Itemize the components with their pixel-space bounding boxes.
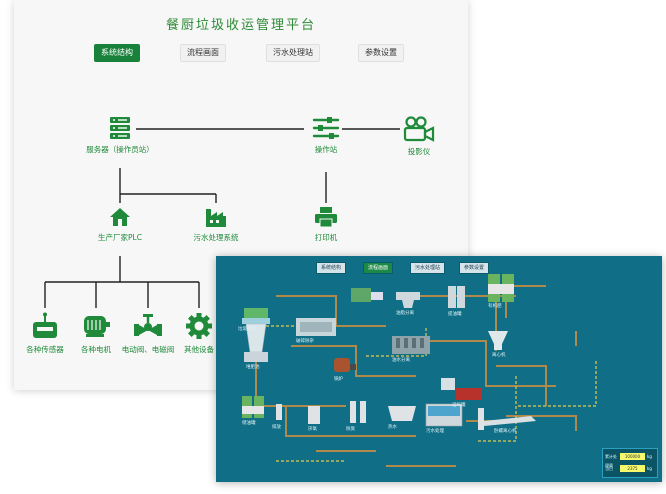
summary-panel: 累计处理量 100000 kg 当日 2375 kg	[602, 448, 658, 478]
wastewater-system-label: 污水处理系统	[193, 233, 239, 242]
process-label-4: 提油罐	[448, 312, 462, 317]
server-node[interactable]: 服务器（操作员站）	[80, 116, 160, 155]
process-label-16: 热水	[388, 425, 397, 430]
tab2-wastewater-station[interactable]: 污水处理站	[410, 262, 446, 274]
summary-key: 当日	[605, 466, 613, 471]
projector-label: 投影仪	[407, 147, 431, 156]
sensors-node[interactable]: 各种传感器	[5, 312, 85, 355]
sensors-label: 各种传感器	[26, 345, 64, 354]
operator-station-node[interactable]: 操作站	[286, 116, 366, 155]
house-icon	[110, 208, 130, 226]
sensor-icon	[33, 312, 57, 338]
tab2-system-structure[interactable]: 系统结构	[316, 262, 347, 274]
printer-node[interactable]: 打印机	[286, 206, 366, 243]
process-flow-window: 系统结构 流程画面 污水处理站 参数设置	[216, 256, 662, 482]
process-label-1: 垃圾接料	[238, 327, 256, 332]
connection-lines	[44, 128, 400, 308]
process-label-5: 堆肥池	[246, 365, 260, 370]
tab-process[interactable]: 流程画面	[180, 44, 226, 62]
tab-parameters[interactable]: 参数设置	[358, 44, 404, 62]
tab-bar: 系统结构 流程画面 污水处理站 参数设置	[14, 38, 468, 68]
sliders-icon	[312, 117, 340, 139]
gear-icon	[186, 313, 212, 339]
valves-node[interactable]: 电动阀、电磁阀	[108, 312, 188, 355]
process-label-12: 厌氧	[308, 427, 317, 432]
process-label-9: 有机肥	[488, 304, 502, 309]
process-label-14: 除臭	[346, 427, 355, 432]
motors-label: 各种电机	[81, 345, 111, 354]
process-diagram	[242, 274, 597, 467]
plc-label: 生产厂家PLC	[98, 233, 142, 242]
process-label-17: 排放	[272, 425, 281, 430]
printer-icon	[315, 207, 337, 228]
projector-node[interactable]: 投影仪	[379, 116, 459, 157]
tab-system-structure[interactable]: 系统结构	[94, 44, 140, 62]
process-label-10: 污水处理	[426, 429, 444, 434]
process-label-2: 破碎除杂	[296, 339, 314, 344]
summary-value: 100000	[620, 453, 645, 460]
factory-icon	[206, 209, 226, 227]
process-label-15: 卧螺离心机	[494, 429, 517, 434]
process-label-11: 沼气罐	[452, 403, 466, 408]
video-camera-icon	[403, 116, 435, 142]
valve-icon	[134, 314, 162, 336]
printer-label: 打印机	[314, 233, 338, 242]
other-devices-label: 其他设备	[184, 345, 214, 354]
process-label-6: 锅炉	[334, 377, 343, 382]
summary-unit: kg	[647, 454, 652, 459]
motor-icon	[84, 316, 110, 337]
summary-row-today: 当日 2375 kg	[605, 464, 655, 473]
page-title: 餐厨垃圾收运管理平台	[165, 18, 316, 33]
summary-unit: kg	[647, 466, 652, 471]
operator-station-label: 操作站	[314, 145, 338, 154]
server-label: 服务器（操作员站）	[86, 145, 154, 154]
server-icon	[110, 117, 130, 139]
process-label-8: 离心机	[492, 353, 506, 358]
summary-value: 2375	[620, 465, 645, 472]
tab-wastewater-station[interactable]: 污水处理站	[266, 44, 320, 62]
valves-label: 电动阀、电磁阀	[121, 345, 175, 354]
motors-node[interactable]: 各种电机	[56, 312, 136, 355]
tab2-parameters[interactable]: 参数设置	[459, 262, 490, 274]
tab2-process[interactable]: 流程画面	[363, 262, 394, 274]
process-label-7: 油水分离	[392, 358, 410, 363]
wastewater-system-node[interactable]: 污水处理系统	[176, 206, 256, 243]
process-label-3: 油脂分离	[396, 311, 414, 316]
summary-row-total: 累计处理量 100000 kg	[605, 452, 655, 468]
plc-node[interactable]: 生产厂家PLC	[80, 206, 160, 243]
summary-key: 累计处理量	[605, 454, 617, 468]
process-label-13: 储油罐	[242, 421, 256, 426]
other-devices-node[interactable]: 其他设备	[159, 312, 239, 355]
